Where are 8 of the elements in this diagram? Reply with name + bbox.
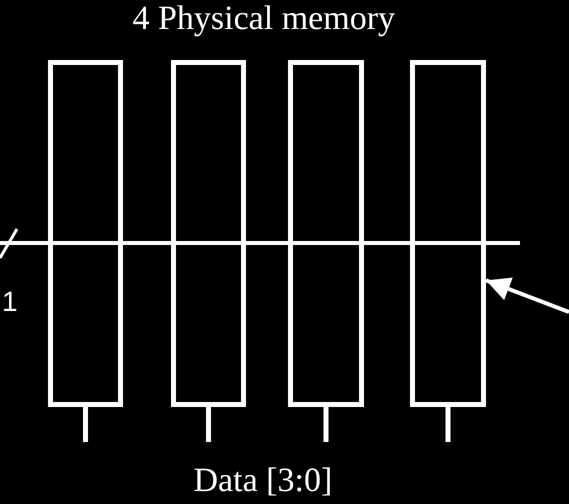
arrow	[485, 278, 569, 314]
data-bus-label: Data [3:0]	[194, 462, 332, 500]
memory-chip-rectangle	[410, 60, 486, 407]
diagram-title: 4 Physical memory	[132, 0, 396, 38]
memory-chip-rectangle	[48, 60, 123, 407]
memory-chip-rectangle	[288, 60, 364, 407]
memory-chip-rectangle	[171, 60, 246, 407]
bus-width-label: 1	[2, 287, 18, 318]
